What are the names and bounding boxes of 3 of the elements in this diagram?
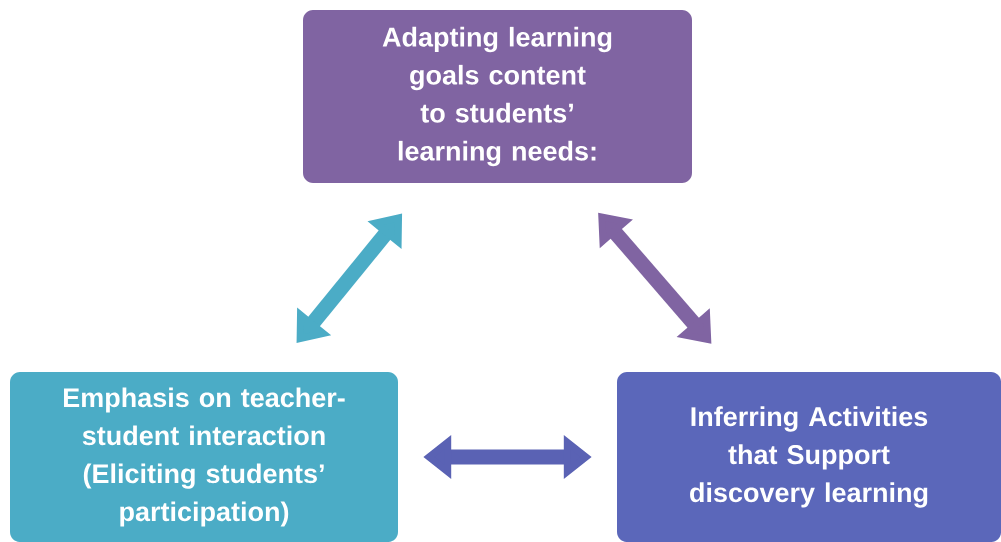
process-box: Emphasis on teacher-student interaction (Eliciting students’ participation) (10, 372, 398, 542)
process-box: Inferring Activities that Support discovery learning (617, 372, 1001, 542)
process-box: Adapting learning goals content to students’ learning needs: (303, 10, 692, 183)
